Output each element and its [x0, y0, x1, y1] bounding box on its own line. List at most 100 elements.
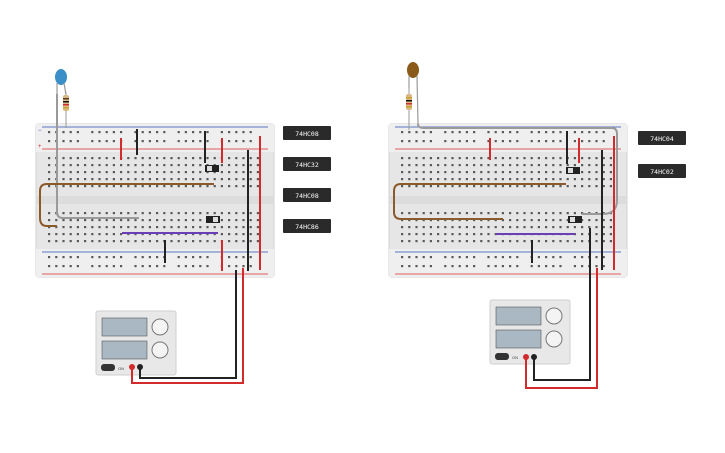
breadboard-hole[interactable]: [120, 240, 123, 243]
breadboard-hole[interactable]: [473, 164, 476, 167]
chip-74hc86[interactable]: 74HC86: [283, 219, 331, 233]
breadboard-hole[interactable]: [76, 212, 79, 215]
breadboard-hole[interactable]: [235, 140, 238, 143]
breadboard-hole[interactable]: [487, 240, 490, 243]
breadboard-hole[interactable]: [213, 171, 216, 174]
breadboard-hole[interactable]: [408, 256, 411, 259]
breadboard-hole[interactable]: [595, 219, 598, 222]
breadboard-hole[interactable]: [184, 233, 187, 236]
voltage-knob[interactable]: [151, 318, 169, 336]
breadboard-hole[interactable]: [84, 157, 87, 160]
breadboard-hole[interactable]: [177, 164, 180, 167]
breadboard-hole[interactable]: [127, 185, 130, 188]
breadboard-hole[interactable]: [408, 240, 411, 243]
breadboard-hole[interactable]: [91, 240, 94, 243]
breadboard-hole[interactable]: [213, 233, 216, 236]
breadboard-hole[interactable]: [487, 171, 490, 174]
breadboard-hole[interactable]: [91, 212, 94, 215]
breadboard-hole[interactable]: [242, 212, 245, 215]
breadboard-hole[interactable]: [609, 171, 612, 174]
breadboard-hole[interactable]: [141, 212, 144, 215]
breadboard-hole[interactable]: [401, 212, 404, 215]
chip-74hc08-a[interactable]: 74HC08: [283, 126, 331, 140]
breadboard-hole[interactable]: [422, 164, 425, 167]
breadboard-hole[interactable]: [559, 140, 562, 143]
breadboard-hole[interactable]: [437, 233, 440, 236]
breadboard-hole[interactable]: [127, 212, 130, 215]
breadboard-hole[interactable]: [62, 219, 65, 222]
slide-switch-left-1[interactable]: [205, 165, 219, 172]
breadboard-hole[interactable]: [235, 212, 238, 215]
breadboard-hole[interactable]: [473, 256, 476, 259]
breadboard-hole[interactable]: [480, 164, 483, 167]
breadboard-hole[interactable]: [595, 233, 598, 236]
breadboard-hole[interactable]: [163, 140, 166, 143]
breadboard-hole[interactable]: [55, 219, 58, 222]
breadboard-hole[interactable]: [458, 185, 461, 188]
breadboard-hole[interactable]: [458, 219, 461, 222]
breadboard-hole[interactable]: [228, 185, 231, 188]
breadboard-hole[interactable]: [192, 185, 195, 188]
breadboard-hole[interactable]: [401, 178, 404, 181]
breadboard-hole[interactable]: [480, 178, 483, 181]
led-left[interactable]: [55, 69, 67, 96]
breadboard-hole[interactable]: [480, 171, 483, 174]
breadboard-hole[interactable]: [242, 185, 245, 188]
breadboard-hole[interactable]: [120, 219, 123, 222]
breadboard-hole[interactable]: [415, 171, 418, 174]
breadboard-hole[interactable]: [573, 164, 576, 167]
breadboard-hole[interactable]: [91, 164, 94, 167]
breadboard-hole[interactable]: [120, 212, 123, 215]
breadboard-hole[interactable]: [192, 164, 195, 167]
breadboard-hole[interactable]: [465, 233, 468, 236]
breadboard-hole[interactable]: [206, 185, 209, 188]
breadboard-hole[interactable]: [184, 265, 187, 268]
breadboard-hole[interactable]: [69, 256, 72, 259]
breadboard-hole[interactable]: [235, 233, 238, 236]
breadboard-hole[interactable]: [408, 171, 411, 174]
breadboard-hole[interactable]: [537, 164, 540, 167]
breadboard-hole[interactable]: [249, 265, 252, 268]
breadboard-hole[interactable]: [581, 240, 584, 243]
breadboard-hole[interactable]: [530, 212, 533, 215]
breadboard-hole[interactable]: [602, 131, 605, 134]
breadboard-hole[interactable]: [473, 212, 476, 215]
slide-switch-left-2[interactable]: [206, 216, 220, 223]
breadboard-hole[interactable]: [120, 164, 123, 167]
breadboard-hole[interactable]: [401, 256, 404, 259]
breadboard-hole[interactable]: [228, 226, 231, 229]
breadboard-hole[interactable]: [105, 185, 108, 188]
breadboard-hole[interactable]: [213, 226, 216, 229]
breadboard-hole[interactable]: [62, 226, 65, 229]
breadboard-hole[interactable]: [465, 256, 468, 259]
breadboard-hole[interactable]: [256, 219, 259, 222]
breadboard-hole[interactable]: [552, 178, 555, 181]
breadboard-hole[interactable]: [148, 219, 151, 222]
breadboard-hole[interactable]: [206, 140, 209, 143]
breadboard-hole[interactable]: [242, 131, 245, 134]
breadboard-hole[interactable]: [177, 185, 180, 188]
breadboard-hole[interactable]: [458, 265, 461, 268]
breadboard-hole[interactable]: [415, 226, 418, 229]
breadboard-hole[interactable]: [494, 185, 497, 188]
breadboard-hole[interactable]: [509, 265, 512, 268]
breadboard-hole[interactable]: [602, 226, 605, 229]
breadboard-hole[interactable]: [444, 256, 447, 259]
breadboard-hole[interactable]: [184, 131, 187, 134]
breadboard-hole[interactable]: [112, 164, 115, 167]
chip-74hc08-b[interactable]: 74HC08: [283, 188, 331, 202]
breadboard-hole[interactable]: [134, 219, 137, 222]
power-supply-right[interactable]: ON: [489, 299, 571, 365]
breadboard-hole[interactable]: [566, 226, 569, 229]
breadboard-hole[interactable]: [415, 164, 418, 167]
wire-supply-black-left[interactable]: [139, 270, 237, 379]
breadboard-hole[interactable]: [170, 178, 173, 181]
breadboard-hole[interactable]: [249, 233, 252, 236]
breadboard-hole[interactable]: [249, 219, 252, 222]
breadboard-hole[interactable]: [120, 171, 123, 174]
breadboard-hole[interactable]: [408, 157, 411, 160]
breadboard-hole[interactable]: [134, 178, 137, 181]
breadboard-hole[interactable]: [48, 131, 51, 134]
breadboard-hole[interactable]: [444, 140, 447, 143]
breadboard-hole[interactable]: [429, 131, 432, 134]
